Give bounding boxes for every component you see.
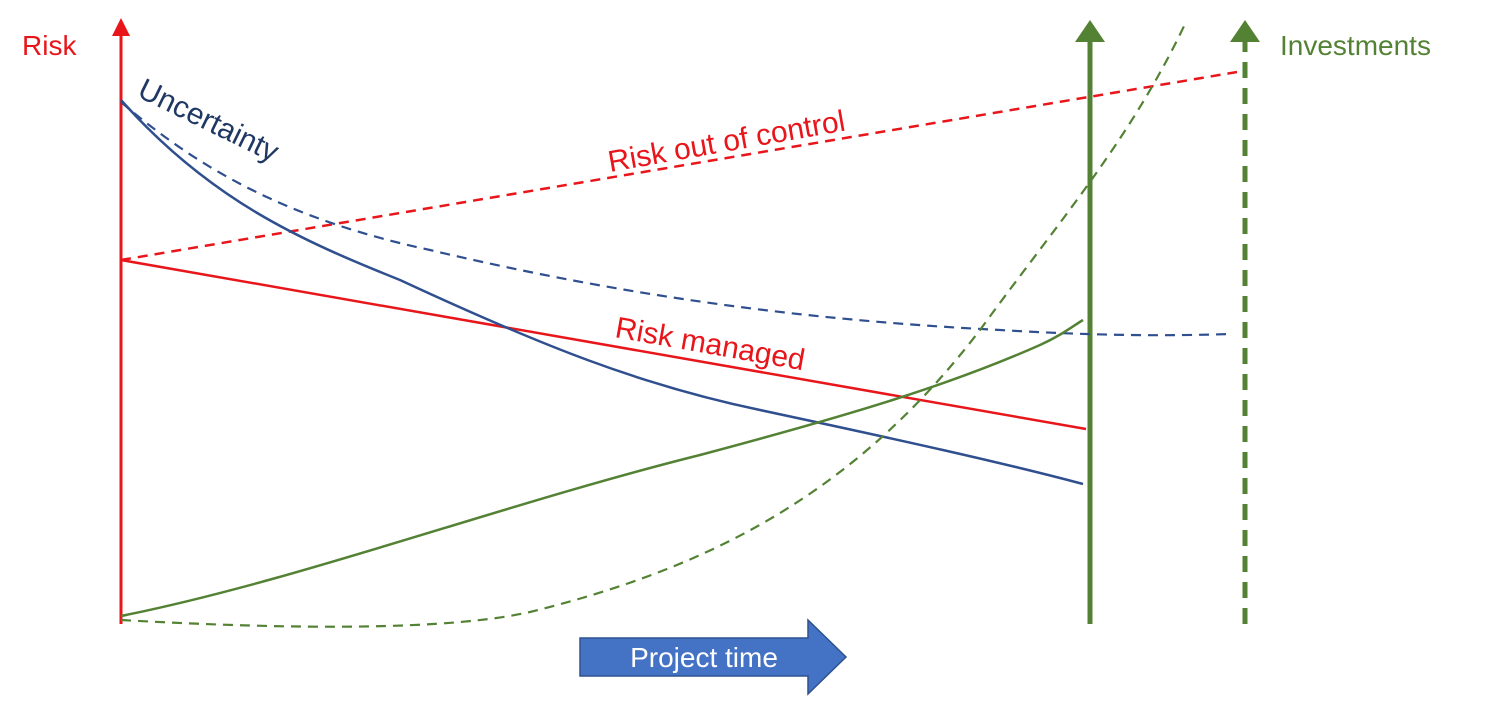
risk-out-of-control-line <box>120 70 1238 262</box>
project-time-arrow <box>579 618 848 696</box>
risk-out-of-control-label: Risk out of control <box>605 105 847 179</box>
investment-solid-curve <box>120 318 1084 618</box>
investment-dashed-curve <box>120 23 1186 628</box>
risk-managed-label: Risk managed <box>613 311 808 377</box>
uncertainty-solid-curve <box>120 99 1084 486</box>
risk-managed-line <box>120 258 1087 431</box>
uncertainty-label: Uncertainty <box>133 73 284 169</box>
risk-axis-label: Risk <box>22 30 77 61</box>
investments-axis-label: Investments <box>1280 30 1431 61</box>
investment-axis-solid-arrowhead <box>1075 20 1105 42</box>
uncertainty-dashed-curve <box>120 101 1231 337</box>
project-time-label: Project time <box>630 642 778 673</box>
investment-axis-dashed-arrowhead <box>1230 20 1260 42</box>
risk-axis-arrowhead <box>112 18 130 36</box>
